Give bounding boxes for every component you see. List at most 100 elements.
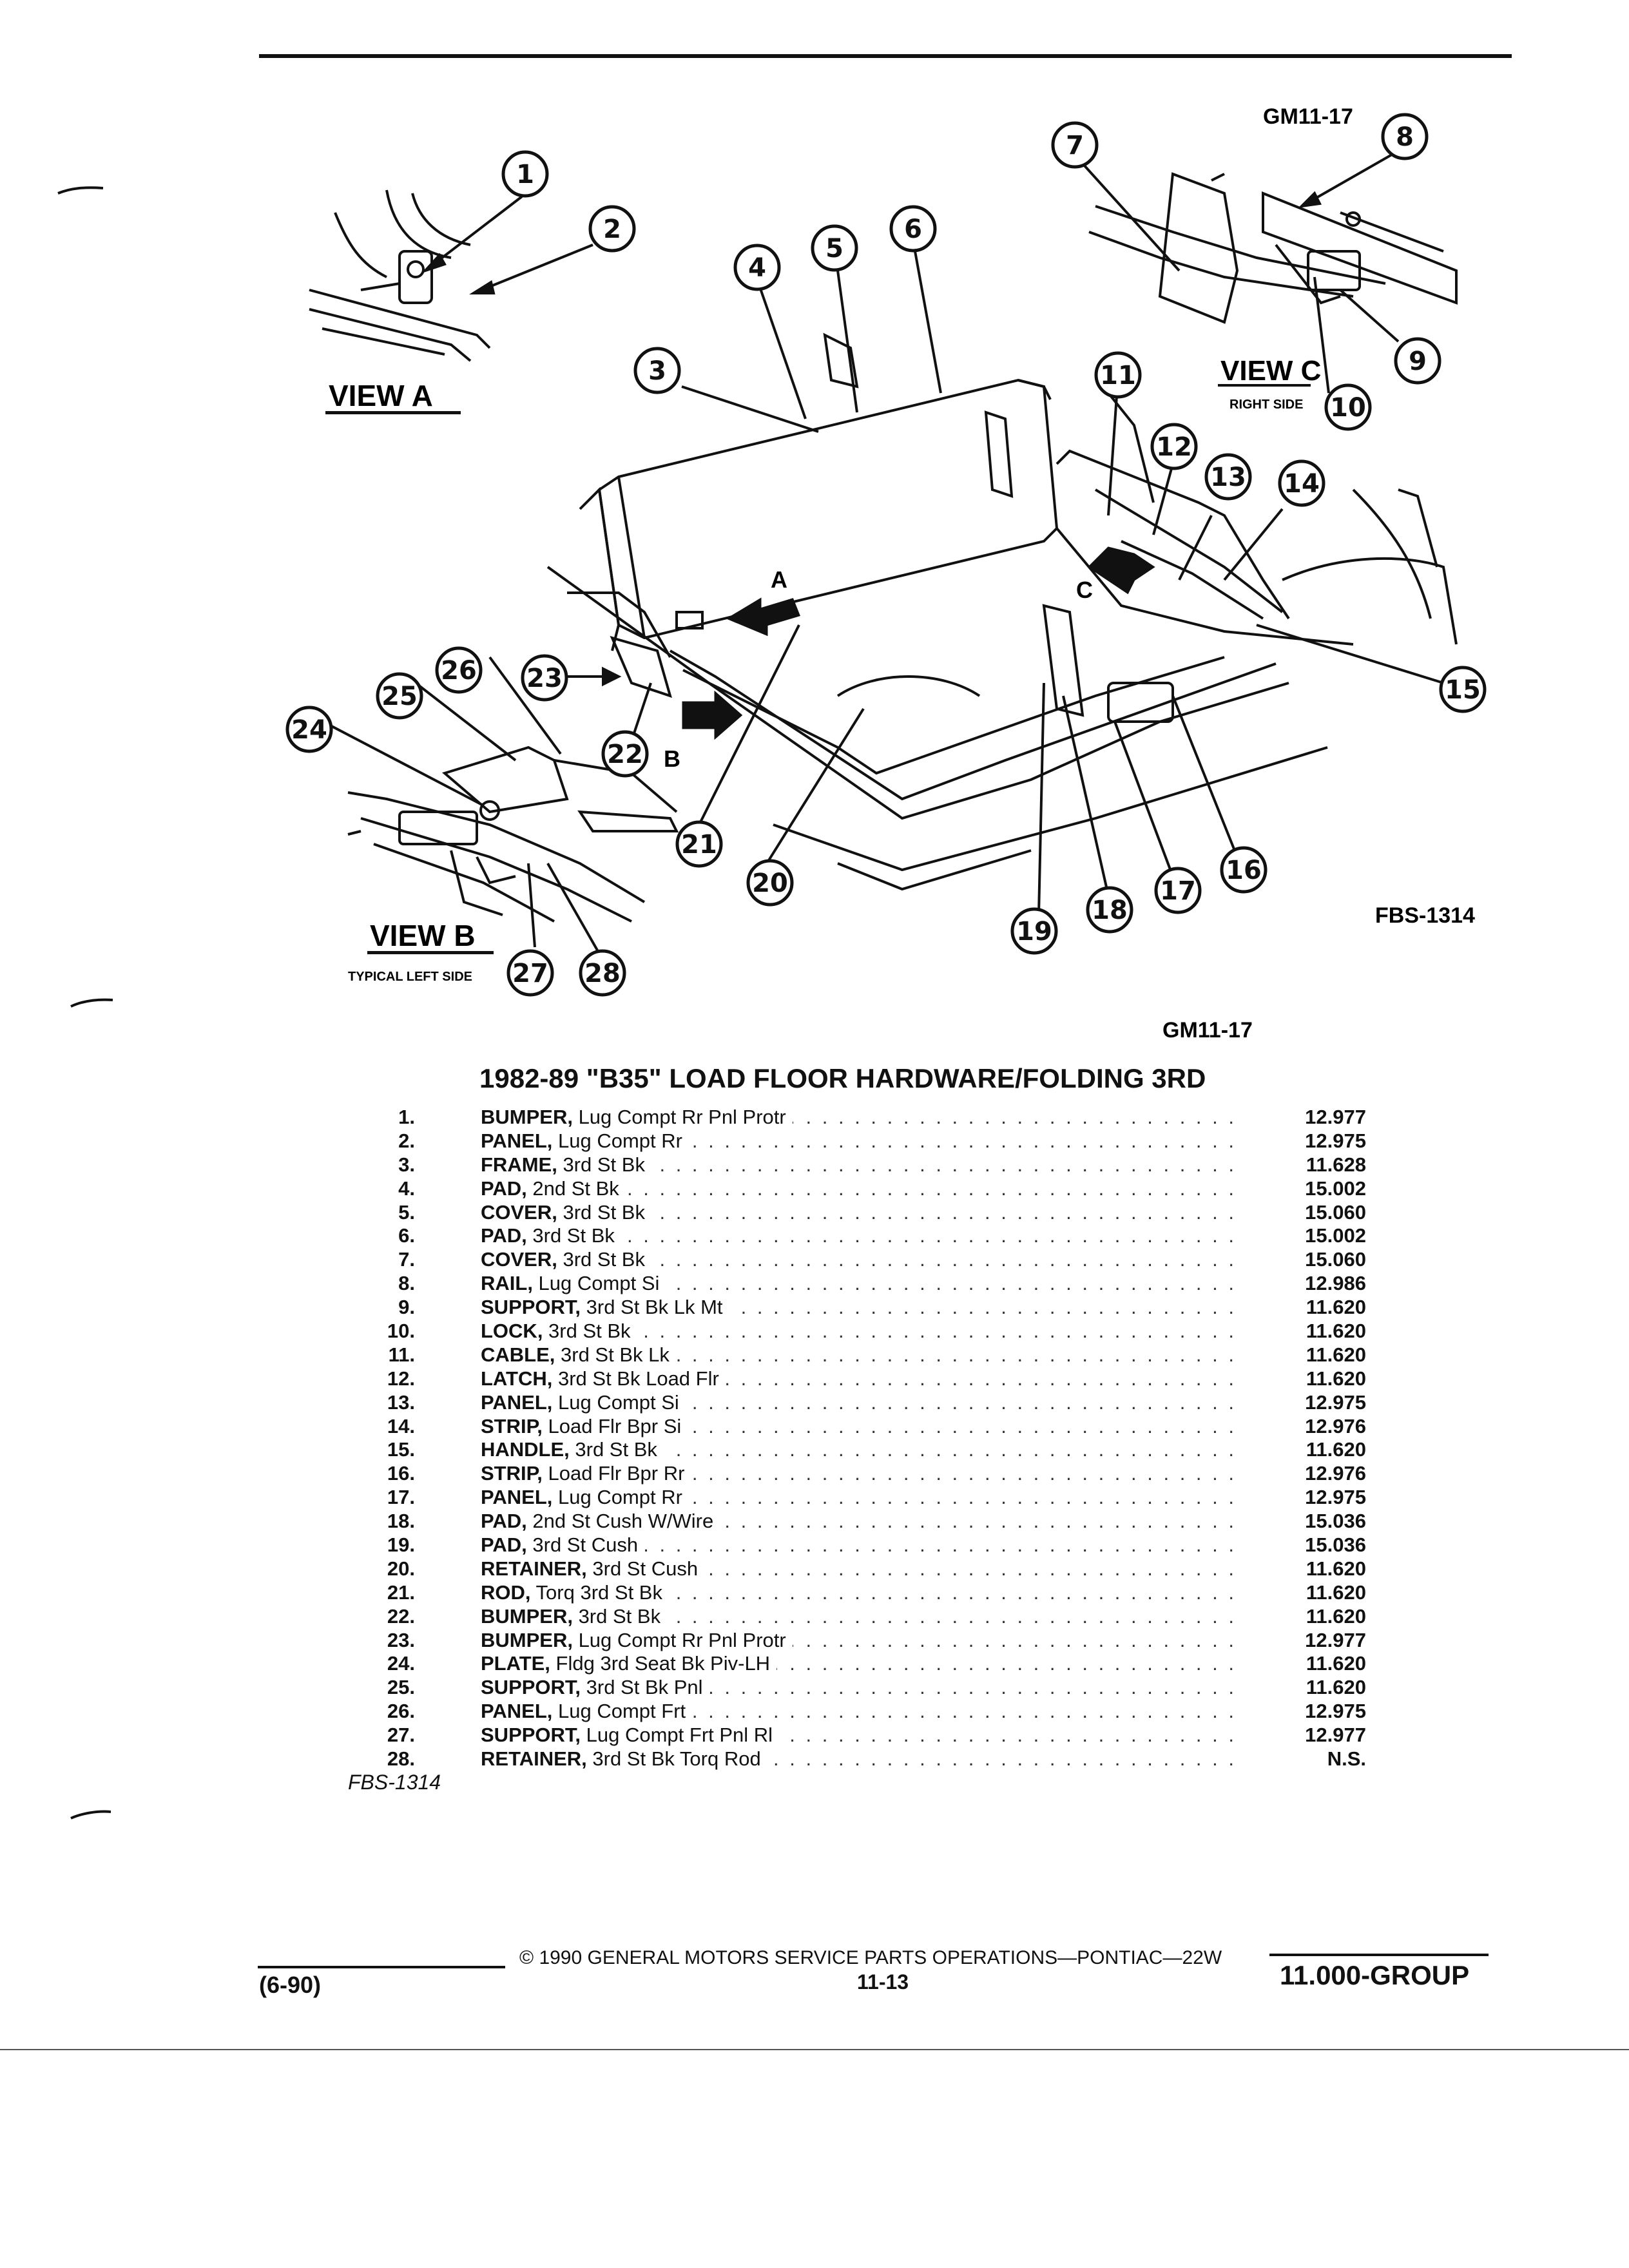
part-detail: 2nd St Bk <box>526 1177 619 1200</box>
part-name: CABLE, <box>481 1343 555 1366</box>
part-name: HANDLE, <box>481 1438 570 1461</box>
part-row: 7. . . . . . . . . . . . . . . . . . . . … <box>361 1248 1366 1273</box>
parts-list-title: 1982-89 "B35" LOAD FLOOR HARDWARE/FOLDIN… <box>479 1063 1206 1093</box>
part-number: 2. <box>398 1129 415 1152</box>
part-description: . . . . . . . . . . . . . . . . . . . . … <box>481 1581 1237 1605</box>
part-detail: 3rd St Bk Pnl <box>581 1676 703 1699</box>
part-row: 16.. . . . . . . . . . . . . . . . . . .… <box>361 1462 1366 1486</box>
part-group-ref: 15.036 <box>1305 1533 1366 1557</box>
arrow-c-label: C <box>1076 577 1093 603</box>
part-number: 23. <box>387 1628 415 1651</box>
part-name: STRIP, <box>481 1462 543 1485</box>
exploded-diagram: GM11-17 VIEW A VIEW C RIGHT SIDE <box>285 104 1487 1043</box>
part-detail: Load Flr Bpr Si <box>542 1414 682 1437</box>
callout-2 <box>588 205 636 253</box>
part-row: 5. . . . . . . . . . . . . . . . . . . . … <box>361 1200 1366 1225</box>
part-number: 18. <box>387 1510 415 1533</box>
part-row: 13.. . . . . . . . . . . . . . . . . . .… <box>361 1390 1366 1415</box>
callout-numbers: 1 2 3 4 5 6 7 8 9 10 11 12 13 14 15 16 1… <box>291 122 1481 988</box>
view-b-illustration <box>347 745 679 923</box>
part-description: . . . . . . . . . . . . . . . . . . . . … <box>481 1414 1237 1439</box>
callout-16 <box>1220 846 1268 894</box>
part-name: PAD, <box>481 1510 527 1533</box>
part-description: . . . . . . . . . . . . . . . . . . . . … <box>481 1248 1237 1273</box>
part-row: 19.. . . . . . . . . . . . . . . . . . .… <box>361 1533 1366 1557</box>
part-detail: Lug Compt Rr Pnl Protr <box>572 1106 786 1128</box>
callout-20 <box>746 859 794 907</box>
part-group-ref: 15.002 <box>1305 1224 1366 1247</box>
part-name: LOCK, <box>481 1320 543 1343</box>
svg-text:21: 21 <box>681 830 717 860</box>
part-group-ref: 11.620 <box>1306 1676 1366 1699</box>
part-number: 5. <box>398 1200 415 1224</box>
part-group-ref: 11.620 <box>1306 1343 1366 1366</box>
part-row: 2.. . . . . . . . . . . . . . . . . . . … <box>361 1129 1366 1153</box>
part-group-ref: 12.977 <box>1305 1724 1366 1747</box>
part-number: 8. <box>398 1272 415 1295</box>
part-description: . . . . . . . . . . . . . . . . . . . . … <box>481 1438 1237 1463</box>
part-name: PLATE, <box>481 1652 550 1675</box>
footer-copyright: © 1990 GENERAL MOTORS SERVICE PARTS OPER… <box>519 1947 1222 1968</box>
part-group-ref: 15.060 <box>1305 1248 1366 1271</box>
part-description: . . . . . . . . . . . . . . . . . . . . … <box>481 1177 1237 1201</box>
callout-18 <box>1086 886 1133 934</box>
part-row: 14.. . . . . . . . . . . . . . . . . . .… <box>361 1414 1366 1439</box>
part-group-ref: 12.977 <box>1305 1106 1366 1128</box>
part-number: 25. <box>387 1676 415 1699</box>
svg-text:8: 8 <box>1396 122 1414 152</box>
part-detail: 3rd St Bk Load Flr <box>552 1367 719 1390</box>
part-number: 7. <box>398 1248 415 1271</box>
part-group-ref: 12.975 <box>1305 1129 1366 1152</box>
part-number: 4. <box>398 1177 415 1200</box>
part-number: 26. <box>387 1700 415 1723</box>
part-name: SUPPORT, <box>481 1676 581 1699</box>
part-name: RETAINER, <box>481 1747 587 1771</box>
part-detail: 2nd St Cush W/Wire <box>526 1510 714 1533</box>
part-detail: Lug Compt Rr <box>552 1486 682 1509</box>
part-row: 9.. . . . . . . . . . . . . . . . . . . … <box>361 1296 1366 1320</box>
part-number: 15. <box>387 1438 415 1461</box>
part-description: . . . . . . . . . . . . . . . . . . . . … <box>481 1200 1237 1225</box>
callout-17 <box>1154 867 1202 914</box>
direction-arrows <box>682 546 1155 740</box>
part-row: 3.. . . . . . . . . . . . . . . . . . . … <box>361 1153 1366 1177</box>
callout-15 <box>1439 666 1487 713</box>
part-detail: 3rd St Cush <box>526 1533 639 1557</box>
callout-22 <box>601 730 649 778</box>
figure-ref: FBS-1314 <box>1375 903 1475 928</box>
svg-text:11: 11 <box>1100 361 1136 390</box>
part-name: FRAME, <box>481 1153 557 1176</box>
parts-list-footer-ref: FBS-1314 <box>348 1771 441 1794</box>
svg-text:5: 5 <box>825 234 843 264</box>
part-number: 12. <box>387 1367 415 1390</box>
part-group-ref: 12.977 <box>1305 1628 1366 1651</box>
parts-list: 1.. . . . . . . . . . . . . . . . . . . … <box>361 1106 1366 1771</box>
callout-19 <box>1010 907 1058 955</box>
part-number: 17. <box>387 1486 415 1509</box>
part-detail: Load Flr Bpr Rr <box>542 1462 685 1485</box>
part-description: . . . . . . . . . . . . . . . . . . . . … <box>481 1700 1237 1724</box>
callout-4 <box>733 244 781 291</box>
footer-date-code: (6-90) <box>259 1972 322 1998</box>
svg-text:24: 24 <box>291 715 327 745</box>
svg-text:10: 10 <box>1330 393 1366 423</box>
callout-1 <box>501 150 549 198</box>
part-number: 28. <box>387 1747 415 1771</box>
callout-7 <box>1051 121 1099 169</box>
top-rule <box>259 54 1512 58</box>
part-name: LATCH, <box>481 1367 553 1390</box>
part-number: 9. <box>398 1296 415 1319</box>
part-row: 25.. . . . . . . . . . . . . . . . . . .… <box>361 1676 1366 1700</box>
part-description: . . . . . . . . . . . . . . . . . . . . … <box>481 1533 1237 1557</box>
callout-8 <box>1381 113 1429 160</box>
view-b-label: VIEW B <box>370 919 476 952</box>
part-group-ref: 12.986 <box>1305 1272 1366 1295</box>
part-detail: Torq 3rd St Bk <box>530 1581 662 1604</box>
callout-27 <box>506 949 554 997</box>
part-name: RAIL, <box>481 1272 533 1295</box>
part-group-ref: 15.036 <box>1305 1510 1366 1533</box>
part-group-ref: 12.975 <box>1305 1700 1366 1723</box>
part-row: 21.. . . . . . . . . . . . . . . . . . .… <box>361 1581 1366 1605</box>
svg-text:12: 12 <box>1156 432 1192 462</box>
part-name: BUMPER, <box>481 1628 573 1651</box>
